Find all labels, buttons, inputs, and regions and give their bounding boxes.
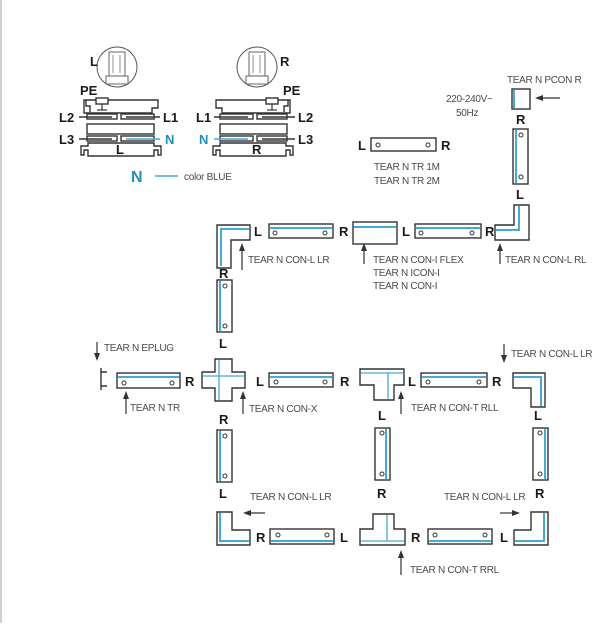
svg-text:L: L bbox=[408, 374, 416, 389]
svg-text:R: R bbox=[185, 374, 195, 389]
row-bottom: TEAR N CON-L LR R L R TEAR N CON-T RRL bbox=[216, 492, 549, 576]
left-pe-label: PE bbox=[80, 83, 98, 98]
con-t-rll bbox=[359, 368, 405, 401]
left-plug-side-label: L bbox=[90, 54, 98, 69]
pcon-label: TEAR N PCON R bbox=[507, 75, 582, 86]
svg-text:L: L bbox=[256, 374, 264, 389]
con-i-label-1: TEAR N CON-I FLEX bbox=[373, 255, 464, 266]
svg-text:R: R bbox=[516, 112, 526, 127]
svg-text:R: R bbox=[492, 374, 502, 389]
con-i-label-2: TEAR N ICON-I bbox=[373, 268, 440, 279]
svg-text:R: R bbox=[441, 138, 451, 153]
left-l1-label: L1 bbox=[163, 110, 178, 125]
con-l-lr-top-label: TEAR N CON-L LR bbox=[248, 255, 329, 266]
svg-text:L: L bbox=[358, 138, 366, 153]
svg-text:R: R bbox=[535, 486, 545, 501]
left-l3-label: L3 bbox=[59, 132, 74, 147]
eplug bbox=[100, 368, 107, 390]
svg-text:L: L bbox=[500, 530, 508, 545]
svg-text:R: R bbox=[377, 486, 387, 501]
frequency-label: 50Hz bbox=[456, 108, 478, 119]
page-edge-rule bbox=[0, 0, 2, 623]
right-l2-label: L2 bbox=[298, 110, 313, 125]
right-pe-label: PE bbox=[283, 83, 301, 98]
con-l-rl bbox=[494, 204, 530, 241]
svg-text:L: L bbox=[534, 408, 542, 423]
left-n-label: N bbox=[165, 132, 174, 147]
svg-text:R: R bbox=[256, 530, 266, 545]
con-t-rrl-label: TEAR N CON-T RRL bbox=[410, 565, 500, 576]
wire-color-legend: N color BLUE bbox=[131, 169, 233, 186]
left-l2-label: L2 bbox=[59, 110, 74, 125]
svg-text:R: R bbox=[411, 530, 421, 545]
con-x bbox=[201, 358, 246, 402]
con-x-label: TEAR N CON-X bbox=[249, 404, 318, 415]
svg-text:L: L bbox=[378, 408, 386, 423]
con-l-lr-bottom-right-label: TEAR N CON-L LR bbox=[444, 492, 525, 503]
con-l-lr-bottom-left bbox=[216, 511, 251, 546]
svg-text:L: L bbox=[254, 224, 262, 239]
right-plug-side-label: R bbox=[280, 54, 290, 69]
con-l-lr-bottom-left-label: TEAR N CON-L LR bbox=[250, 492, 331, 503]
svg-text:R: R bbox=[219, 412, 229, 427]
left-plug-wiring: L PE L2 L1 L3 N L bbox=[59, 46, 178, 157]
right-base-label: R bbox=[252, 142, 262, 157]
con-l-lr-right-label: TEAR N CON-L LR bbox=[511, 349, 592, 360]
svg-text:R: R bbox=[340, 374, 350, 389]
svg-text:L: L bbox=[340, 530, 348, 545]
right-n-label: N bbox=[199, 132, 208, 147]
right-l3-label: L3 bbox=[298, 132, 313, 147]
eplug-label: TEAR N EPLUG bbox=[104, 343, 174, 354]
left-base-label: L bbox=[116, 142, 124, 157]
con-l-lr-top bbox=[216, 224, 251, 269]
row-top: L TEAR N CON-L LR R R TEAR N CON-I FLEX … bbox=[216, 204, 587, 292]
pcon-connector bbox=[511, 88, 531, 110]
track-left-lower: L bbox=[216, 429, 233, 501]
tr-1m-label: TEAR N TR 1M bbox=[374, 162, 440, 173]
con-t-rll-label: TEAR N CON-T RLL bbox=[411, 403, 499, 414]
track-left-upper: L bbox=[216, 279, 233, 351]
right-plug-wiring: R PE L1 L2 N L3 R bbox=[196, 46, 313, 157]
track-center-lower: R bbox=[374, 427, 391, 501]
con-l-lr-bottom-right bbox=[513, 511, 549, 546]
con-t-rrl bbox=[359, 513, 406, 546]
svg-text:R: R bbox=[485, 224, 495, 239]
con-i bbox=[352, 221, 398, 245]
con-l-rl-label: TEAR N CON-L RL bbox=[505, 255, 587, 266]
svg-text:L: L bbox=[219, 336, 227, 351]
legend-symbol: N bbox=[131, 169, 143, 186]
svg-text:L: L bbox=[219, 486, 227, 501]
tr-label: TEAR N TR bbox=[130, 403, 180, 414]
con-l-lr-right bbox=[512, 372, 546, 408]
svg-text:R: R bbox=[219, 266, 229, 281]
legend-text: color BLUE bbox=[184, 172, 232, 183]
svg-text:L: L bbox=[516, 187, 524, 202]
voltage-label: 220-240V~ bbox=[446, 94, 493, 105]
track-right-lower: R bbox=[532, 427, 549, 501]
svg-text:L: L bbox=[402, 224, 410, 239]
track-tr bbox=[116, 372, 181, 389]
right-l1-label: L1 bbox=[196, 110, 211, 125]
track-1m-2m: L R TEAR N TR 1M TEAR N TR 2M bbox=[358, 137, 451, 187]
con-i-label-3: TEAR N CON-I bbox=[373, 281, 437, 292]
svg-text:R: R bbox=[339, 224, 349, 239]
tr-2m-label: TEAR N TR 2M bbox=[374, 176, 440, 187]
power-feed: 220-240V~ 50Hz TEAR N PCON R R L bbox=[446, 75, 582, 202]
row-middle: TEAR N EPLUG R TEAR N TR TEAR N CON-X R … bbox=[94, 342, 593, 427]
